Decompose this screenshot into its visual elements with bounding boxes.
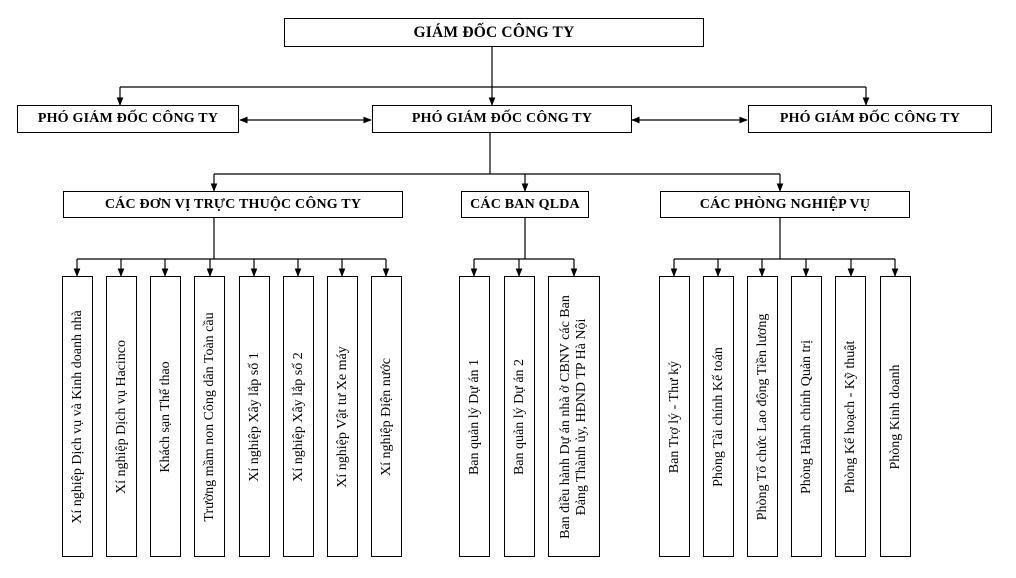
director-box: GIÁM ĐỐC CÔNG TY xyxy=(284,18,704,47)
unit-label: Ban điều hành Dự án nhà ở CBNV các Ban Đ… xyxy=(558,294,589,539)
unit-label: Xí nghiệp Xây lắp số 1 xyxy=(246,351,262,482)
unit-label: Ban quản lý Dự án 2 xyxy=(511,358,527,475)
unit-box: Phòng Hành chính Quản trị xyxy=(791,276,822,557)
unit-label: Xí nghiệp Vật tư Xe máy xyxy=(334,345,350,488)
unit-label: Khách sạn Thể thao xyxy=(157,360,173,473)
unit-box: Phòng Tổ chức Lao động Tiền lương xyxy=(747,276,778,557)
unit-box: Xí nghiệp Dịch vụ và Kinh doanh nhà xyxy=(62,276,93,557)
unit-label: Ban quản lý Dự án 1 xyxy=(466,358,482,475)
unit-label: Phòng Tổ chức Lao động Tiền lương xyxy=(754,313,770,520)
unit-box: Ban quản lý Dự án 1 xyxy=(459,276,490,557)
unit-box: Xí nghiệp Xây lắp số 2 xyxy=(283,276,314,557)
unit-label: Trường mầm non Công dân Toàn cầu xyxy=(201,311,217,522)
group-project-boards-box: CÁC BAN QLDA xyxy=(461,191,589,218)
deputy-director-right-box: PHÓ GIÁM ĐỐC CÔNG TY xyxy=(748,105,992,133)
unit-box: Trường mầm non Công dân Toàn cầu xyxy=(194,276,225,557)
group-project-boards-title: CÁC BAN QLDA xyxy=(470,196,580,212)
group-affiliated-units-title: CÁC ĐƠN VỊ TRỰC THUỘC CÔNG TY xyxy=(104,196,362,212)
unit-box: Xí nghiệp Xây lắp số 1 xyxy=(239,276,270,557)
unit-label: Phòng Kế hoạch - Kỹ thuật xyxy=(842,340,858,493)
unit-box: Xí nghiệp Dịch vụ Hacinco xyxy=(106,276,137,557)
unit-box: Ban Trợ lý - Thư ký xyxy=(659,276,690,557)
deputy-director-right-label: PHÓ GIÁM ĐỐC CÔNG TY xyxy=(779,111,961,126)
director-label: GIÁM ĐỐC CÔNG TY xyxy=(413,23,575,41)
unit-label: Phòng Kinh doanh xyxy=(887,364,903,469)
unit-label: Xí nghiệp Xây lắp số 2 xyxy=(290,351,306,482)
unit-box: Phòng Kinh doanh xyxy=(880,276,911,557)
unit-label: Xí nghiệp Dịch vụ và Kinh doanh nhà xyxy=(69,309,85,524)
unit-box: Xí nghiệp Điện nước xyxy=(371,276,402,557)
group-departments-title: CÁC PHÒNG NGHIỆP VỤ xyxy=(699,196,871,212)
unit-label: Xí nghiệp Điện nước xyxy=(378,357,394,476)
unit-box: Phòng Kế hoạch - Kỹ thuật xyxy=(835,276,866,557)
group-affiliated-units-box: CÁC ĐƠN VỊ TRỰC THUỘC CÔNG TY xyxy=(63,191,403,218)
unit-box: Xí nghiệp Vật tư Xe máy xyxy=(327,276,358,557)
unit-box: Ban điều hành Dự án nhà ở CBNV các Ban Đ… xyxy=(548,276,600,557)
unit-label: Ban Trợ lý - Thư ký xyxy=(666,360,682,473)
deputy-director-center-label: PHÓ GIÁM ĐỐC CÔNG TY xyxy=(411,111,593,126)
deputy-director-left-label: PHÓ GIÁM ĐỐC CÔNG TY xyxy=(37,111,219,126)
deputy-director-center-box: PHÓ GIÁM ĐỐC CÔNG TY xyxy=(372,105,632,133)
unit-box: Ban quản lý Dự án 2 xyxy=(504,276,535,557)
group-departments-box: CÁC PHÒNG NGHIỆP VỤ xyxy=(660,191,910,218)
unit-label: Xí nghiệp Dịch vụ Hacinco xyxy=(113,339,129,494)
unit-label: Phòng Hành chính Quản trị xyxy=(798,339,814,494)
deputy-director-left-box: PHÓ GIÁM ĐỐC CÔNG TY xyxy=(17,105,239,133)
unit-label: Phòng Tài chính Kế toán xyxy=(710,346,726,487)
unit-box: Khách sạn Thể thao xyxy=(150,276,181,557)
unit-box: Phòng Tài chính Kế toán xyxy=(703,276,734,557)
